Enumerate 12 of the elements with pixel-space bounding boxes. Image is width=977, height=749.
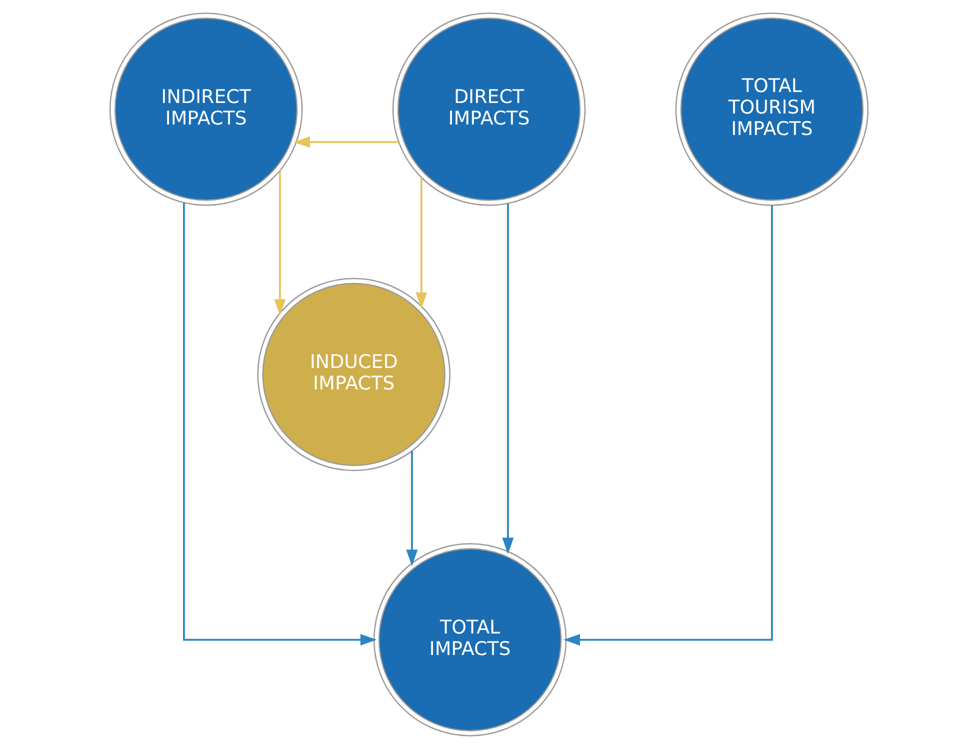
arrow — [406, 451, 418, 566]
arrow — [182, 202, 376, 646]
node-circle: INDIRECT IMPACTS — [108, 12, 302, 206]
arrow — [415, 178, 427, 309]
node-circle: TOTAL TOURISM IMPACTS — [674, 12, 868, 206]
node-circle: INDUCED IMPACTS — [256, 278, 450, 472]
arrow — [274, 170, 286, 316]
arrow — [502, 203, 514, 554]
node-circle: DIRECT IMPACTS — [392, 12, 586, 206]
node-circle: TOTAL IMPACTS — [372, 543, 566, 736]
arrow — [563, 205, 772, 646]
arrow — [293, 136, 398, 148]
